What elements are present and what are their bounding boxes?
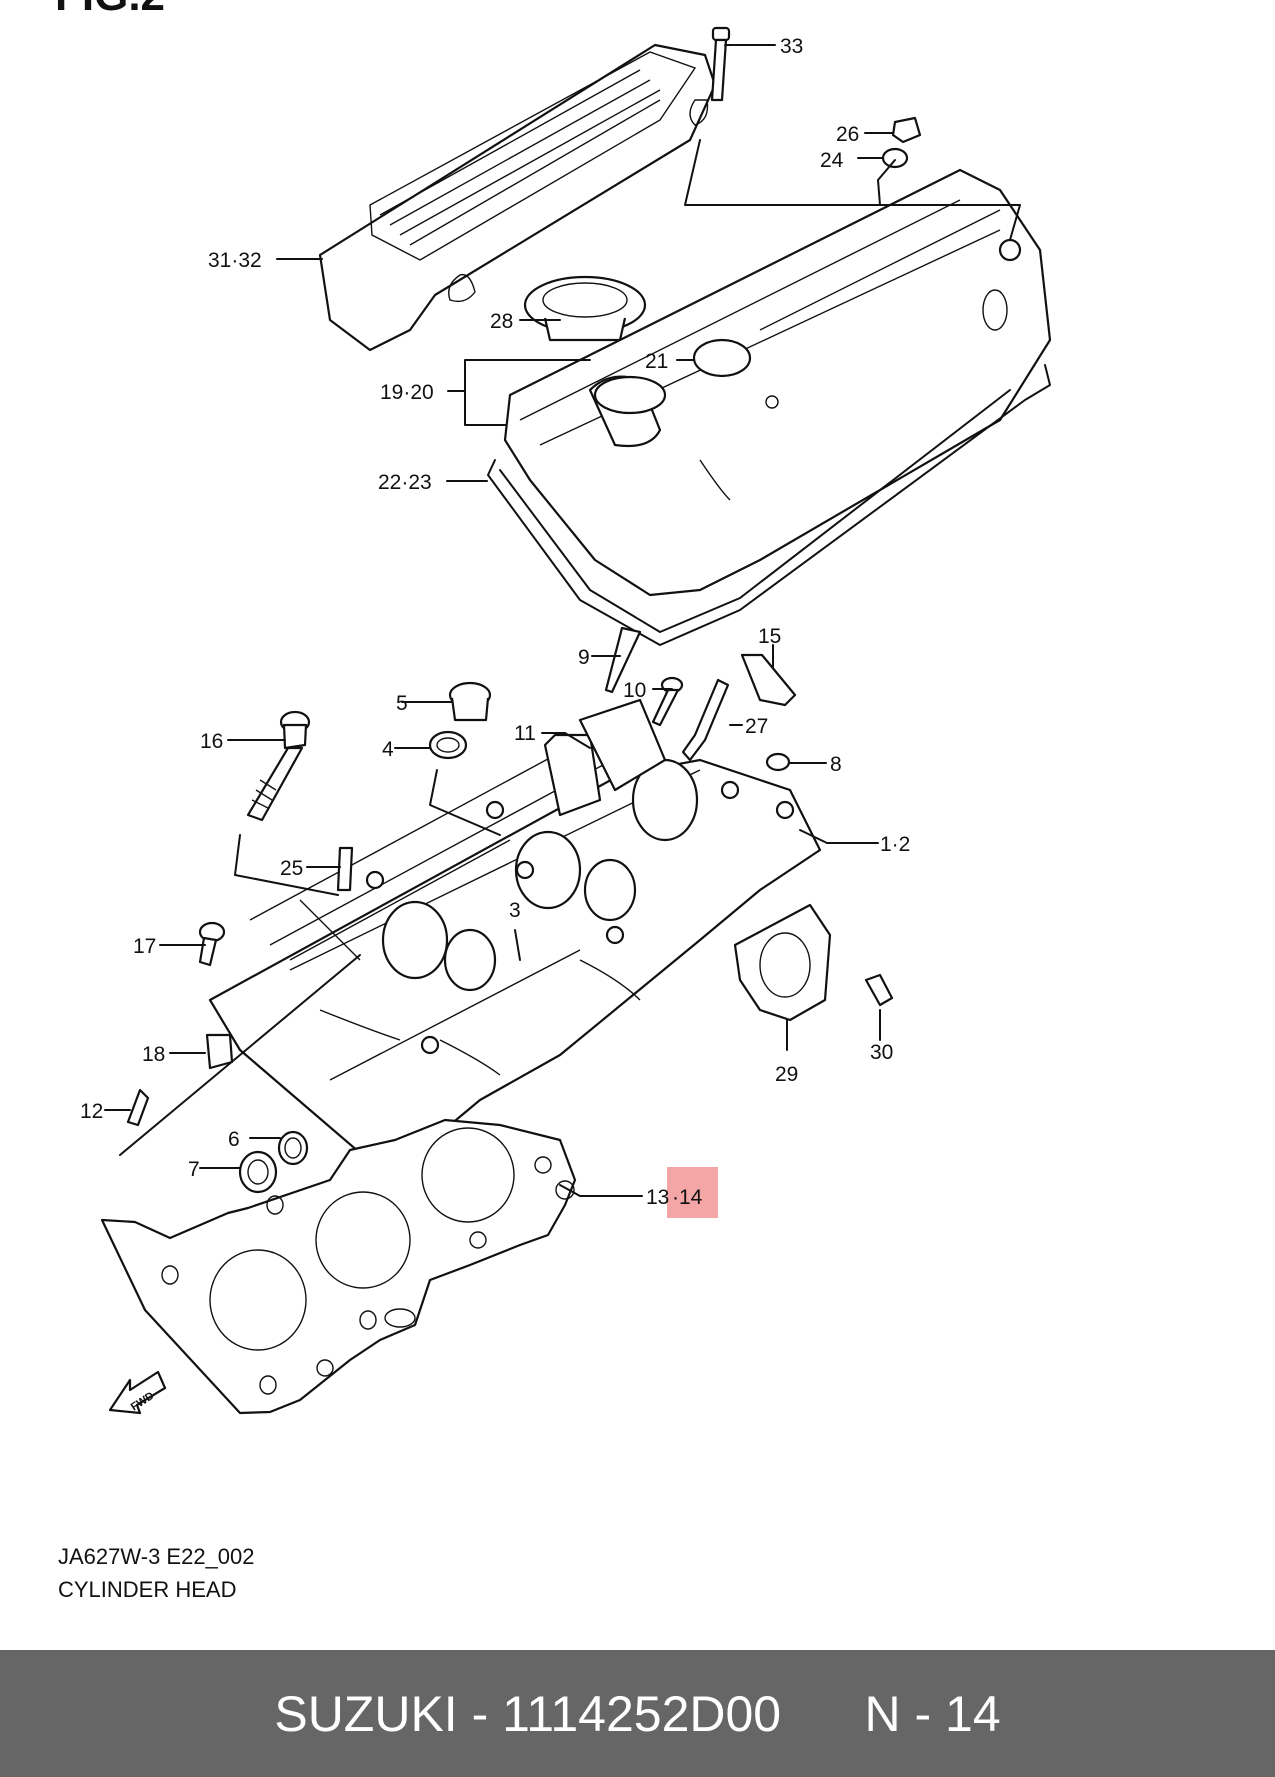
callout-18: 18	[142, 1043, 165, 1066]
washer-24-part	[881, 147, 909, 169]
parts-diagram: FIG.2	[55, 0, 1052, 1415]
callout-4: 4	[382, 738, 394, 761]
cover-gasket-part	[487, 364, 1051, 646]
spark-plug-27-part	[681, 678, 730, 762]
callout-33: 33	[780, 35, 803, 58]
callout-11: 11	[514, 722, 536, 745]
bolt-17-part	[198, 921, 226, 967]
plug-7-part	[238, 1150, 278, 1194]
cylinder-head-part	[208, 698, 822, 1172]
callout-25: 25	[280, 857, 303, 880]
head-cover-part	[503, 168, 1052, 597]
footer-quantity: N - 14	[864, 1685, 1001, 1742]
leader-lines	[104, 44, 1021, 1197]
head-gasket-part	[100, 1118, 577, 1415]
callout-14: ·14	[672, 1186, 703, 1209]
head-bolt-16-part	[246, 710, 311, 822]
callout-9: 9	[578, 646, 590, 669]
upper-cover-part	[318, 43, 717, 352]
ring-4-part	[428, 730, 468, 760]
callout-29: 29	[775, 1063, 798, 1086]
callout-30: 30	[870, 1041, 893, 1064]
footer-bar: SUZUKI - 1114252D00 N - 14	[0, 1650, 1275, 1777]
callout-12: 12	[80, 1100, 103, 1123]
bolt-10-part	[651, 676, 684, 727]
callout-16: 16	[200, 730, 223, 753]
figure-code: JA627W-3 E22_002	[58, 1544, 255, 1569]
footer-separator: -	[457, 1685, 503, 1742]
oring-6-part	[277, 1130, 309, 1166]
oil-cap-28-part	[523, 275, 647, 342]
footer-brand: SUZUKI	[274, 1685, 458, 1742]
plug-12-part	[126, 1088, 150, 1127]
callout-5: 5	[396, 692, 408, 715]
callout-10: 10	[623, 679, 646, 702]
callout-15: 15	[758, 625, 781, 648]
callout-1-2: 1·2	[880, 833, 910, 856]
stud-25-part	[336, 846, 354, 892]
footer-part-number: 1114252D00	[502, 1685, 782, 1742]
fwd-arrow-icon: FWD	[108, 1370, 167, 1415]
callout-27: 27	[745, 715, 768, 738]
callout-21: 21	[645, 350, 668, 373]
bolt-33-part	[710, 26, 731, 102]
callout-19-20: 19·20	[380, 381, 434, 404]
highlight-box	[667, 1167, 718, 1218]
cover-29-part	[733, 903, 832, 1022]
callout-7: 7	[188, 1158, 200, 1181]
figure-label: FIG.2	[55, 0, 165, 20]
stud-9-part	[604, 626, 642, 694]
callout-6: 6	[228, 1128, 240, 1151]
callout-labels: 33 26 24 31·32 28 21 19·20 22·23 9 15 10…	[80, 35, 910, 1209]
bolt-30-part	[864, 973, 894, 1007]
callout-28: 28	[490, 310, 513, 333]
dowel-18-part	[205, 1033, 234, 1070]
figure-title: CYLINDER HEAD	[58, 1577, 237, 1602]
cap-15-part	[740, 653, 797, 707]
callout-13: 13	[646, 1186, 669, 1209]
footer-gap	[781, 1685, 864, 1743]
callout-26: 26	[836, 123, 859, 146]
plug-8-part	[765, 752, 791, 772]
callout-22-23: 22·23	[378, 471, 432, 494]
callout-3: 3	[509, 899, 521, 922]
callout-17: 17	[133, 935, 156, 958]
callout-8: 8	[830, 753, 842, 776]
callout-31-32: 31·32	[208, 249, 262, 272]
callout-24: 24	[820, 149, 844, 172]
nut-26-part	[891, 116, 922, 144]
plug-5-part	[448, 681, 492, 722]
